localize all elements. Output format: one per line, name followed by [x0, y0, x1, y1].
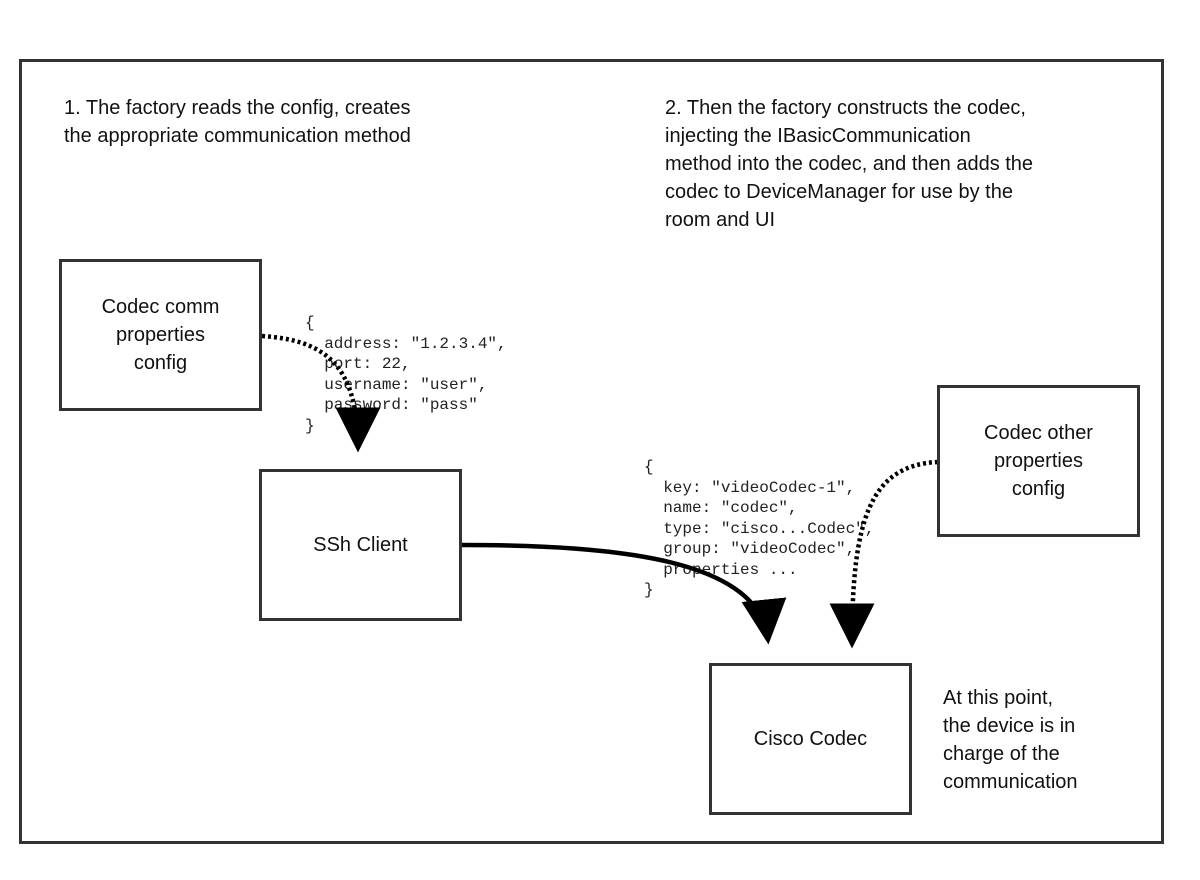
arrow-ssh-to-codec [461, 542, 787, 645]
other-config-box: Codec other properties config [937, 385, 1140, 537]
diagram-frame [19, 59, 1164, 844]
step2-note: 2. Then the factory constructs the codec… [665, 97, 1034, 231]
device-config-json: { key: "videoCodec-1", name: "codec", ty… [644, 458, 875, 599]
final-note: At this point, the device is in charge o… [943, 687, 1078, 793]
ssh-client-box: SSh Client [259, 469, 462, 621]
arrow-config-to-ssh [261, 333, 381, 453]
arrow-other-config-to-codec [829, 459, 939, 649]
cisco-codec-box: Cisco Codec [709, 663, 912, 815]
step1-note: 1. The factory reads the config, creates… [64, 97, 411, 147]
comm-config-box: Codec comm properties config [59, 259, 262, 411]
